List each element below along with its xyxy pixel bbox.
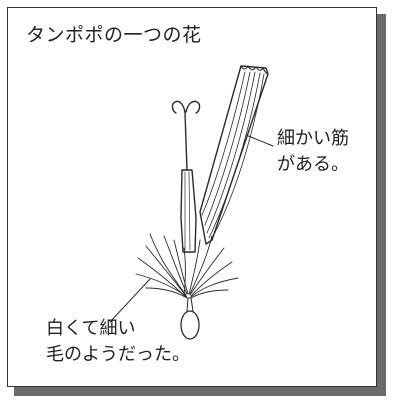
hairs-annotation-line2: 毛のようだった。 xyxy=(46,344,190,365)
petal-outline xyxy=(199,65,269,245)
seed-ovary xyxy=(180,310,200,340)
leader-line-veins xyxy=(245,134,274,147)
diagram-title: タンポポの一つの花 xyxy=(26,24,202,46)
tube-lines xyxy=(184,171,191,251)
hairs-annotation-line1: 白くて細い xyxy=(46,318,136,339)
petal-veins xyxy=(201,71,265,241)
veins-annotation-line2: がある。 xyxy=(277,154,349,175)
stigma-left xyxy=(171,100,186,114)
style-stem xyxy=(184,111,188,171)
leader-line-hairs xyxy=(109,278,151,323)
veins-annotation: 細かい筋 がある。 xyxy=(277,126,349,178)
hairs-annotation: 白くて細い 毛のようだった。 xyxy=(46,316,190,368)
pappus-hairs xyxy=(135,233,239,299)
petal-teeth xyxy=(240,65,269,75)
seed-neck xyxy=(186,297,194,312)
stigma-right xyxy=(185,100,201,114)
veins-annotation-line1: 細かい筋 xyxy=(277,128,349,149)
corolla-tube xyxy=(180,169,197,253)
